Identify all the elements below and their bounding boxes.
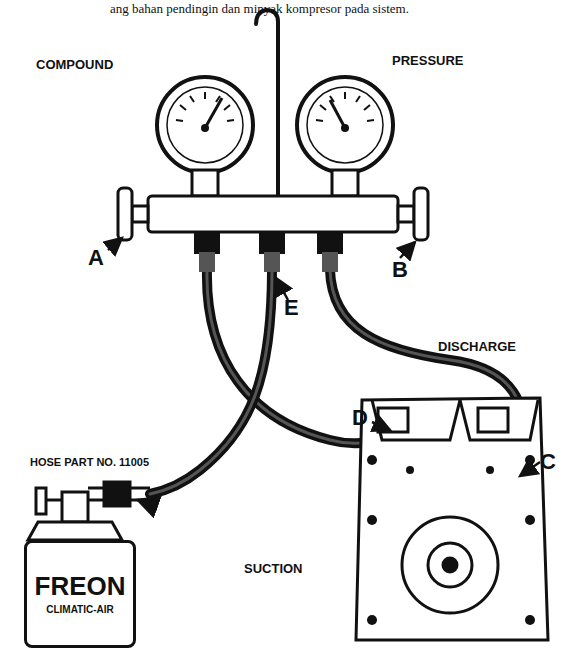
caption-fragment: ang bahan pendingin dan minyak kompresor… xyxy=(110,2,409,16)
gauge-label: COMPOUND xyxy=(36,58,113,72)
callout-letter: A xyxy=(88,246,104,270)
port-label: SUCTION xyxy=(244,562,303,576)
callout-letter: C xyxy=(540,450,556,474)
callout-letter: E xyxy=(284,296,299,320)
brand-text: FREON xyxy=(31,571,129,602)
gauge-label: PRESSURE xyxy=(392,54,464,68)
part-label: HOSE PART NO. 11005 xyxy=(30,456,149,468)
callout-letter: D xyxy=(352,406,368,430)
port-label: DISCHARGE xyxy=(438,340,516,354)
subbrand-text: CLIMATIC-AIR xyxy=(31,604,129,615)
callout-letter: B xyxy=(392,258,408,282)
freon-can: FREON CLIMATIC-AIR xyxy=(24,540,136,648)
